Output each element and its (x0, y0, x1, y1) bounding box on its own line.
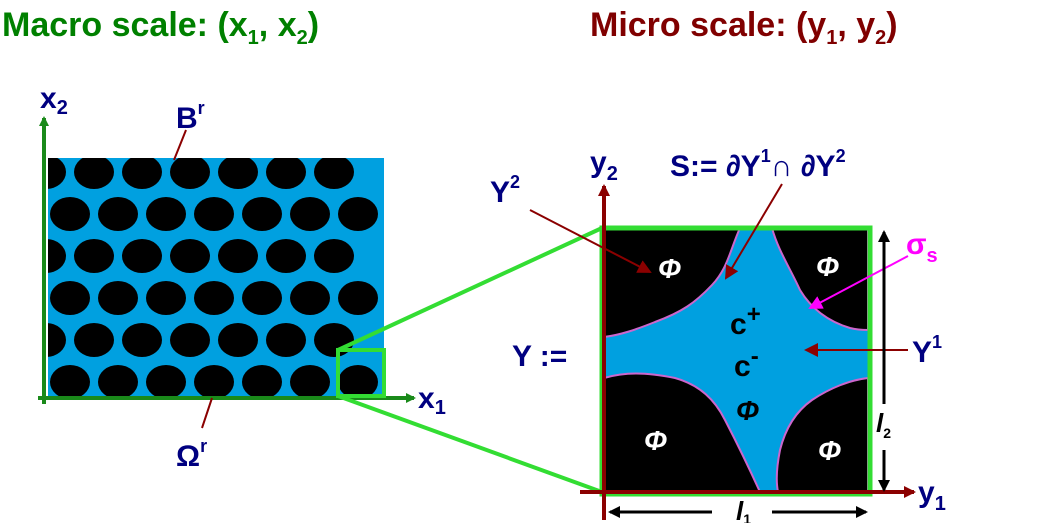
micro-y1-axis-label: y1 (918, 476, 946, 515)
unit-cell (599, 225, 873, 497)
grain-bottom-right (775, 376, 869, 493)
macro-grain (48, 323, 66, 357)
macro-x1-axis-label: x1 (418, 382, 446, 419)
macro-grain (98, 365, 138, 396)
macro-grain (74, 323, 114, 357)
zoom-line-top (337, 226, 603, 352)
macro-grain (266, 239, 306, 273)
grain-top-left (603, 227, 742, 339)
interface-label: S:= ∂Y1∩ ∂Y2 (670, 146, 846, 183)
macro-scale-title: Macro scale: (x1, x2) (2, 6, 319, 49)
macro-grain (338, 197, 378, 231)
zoom-box (336, 348, 386, 398)
macro-grain (338, 365, 378, 396)
width-label: l1 (736, 496, 751, 523)
macro-grain (194, 281, 234, 315)
macro-grain (122, 158, 162, 189)
macro-grain (194, 365, 234, 396)
boundary-label: Br (176, 98, 205, 135)
potential-symbol-bottom-right: Φ (818, 435, 841, 466)
micro-scale-title: Micro scale: (y1, y2) (590, 6, 898, 49)
macro-grain (74, 158, 114, 189)
solid-phase-arrow (529, 209, 652, 273)
macro-grain (218, 239, 258, 273)
macro-grain (338, 281, 378, 315)
macro-grain (290, 197, 330, 231)
macro-grain (170, 158, 210, 189)
macro-x2-axis-label: x2 (40, 82, 68, 119)
macro-grain (146, 281, 186, 315)
macro-grain (122, 323, 162, 357)
macro-grain (170, 239, 210, 273)
macro-domain (48, 158, 384, 396)
macro-grain (50, 365, 90, 396)
boundary-pointer-line (173, 129, 187, 161)
macro-grain (98, 197, 138, 231)
cation-concentration-label: c+ (730, 301, 761, 341)
macro-grain (146, 365, 186, 396)
macro-grain (74, 239, 114, 273)
domain-label: Ωr (176, 436, 207, 473)
unit-cell-label: Y := (512, 340, 567, 373)
macro-grain (48, 158, 66, 189)
height-label: l2 (876, 408, 891, 441)
potential-symbol-top-left: Φ (658, 253, 681, 284)
anion-concentration-label: c- (734, 343, 759, 383)
zoom-line-bottom (337, 394, 603, 494)
solid-phase-label: Y2 (490, 172, 520, 209)
macro-grain (170, 323, 210, 357)
micro-y2-axis-label: y2 (590, 146, 618, 185)
macro-grain (290, 281, 330, 315)
surface-charge-label: σs (906, 228, 938, 267)
surface-charge-arrow (808, 255, 909, 309)
domain-pointer-line (201, 397, 213, 429)
macro-grain (122, 239, 162, 273)
potential-symbol-top-right: Φ (816, 251, 839, 282)
macro-grain (266, 158, 306, 189)
potential-symbol-fluid: Φ (736, 395, 759, 426)
macro-grain (194, 197, 234, 231)
grain-top-right (770, 227, 869, 332)
macro-grain-array (48, 158, 378, 396)
macro-grain (48, 239, 66, 273)
macro-grain (50, 281, 90, 315)
macro-grain (218, 323, 258, 357)
macro-grain (314, 239, 354, 273)
macro-grain (290, 365, 330, 396)
macro-grain (242, 365, 282, 396)
macro-grain (242, 197, 282, 231)
fluid-phase-label: Y1 (912, 332, 942, 369)
macro-grain (266, 323, 306, 357)
macro-grain (146, 197, 186, 231)
interface-arrow (724, 183, 783, 280)
macro-grain (242, 281, 282, 315)
macro-grain (50, 197, 90, 231)
grain-bottom-left (603, 372, 762, 493)
macro-grain (314, 158, 354, 189)
macro-grain (98, 281, 138, 315)
macro-fluid-background (48, 158, 384, 396)
potential-symbol-bottom-left: Φ (644, 425, 667, 456)
macro-grain (218, 158, 258, 189)
